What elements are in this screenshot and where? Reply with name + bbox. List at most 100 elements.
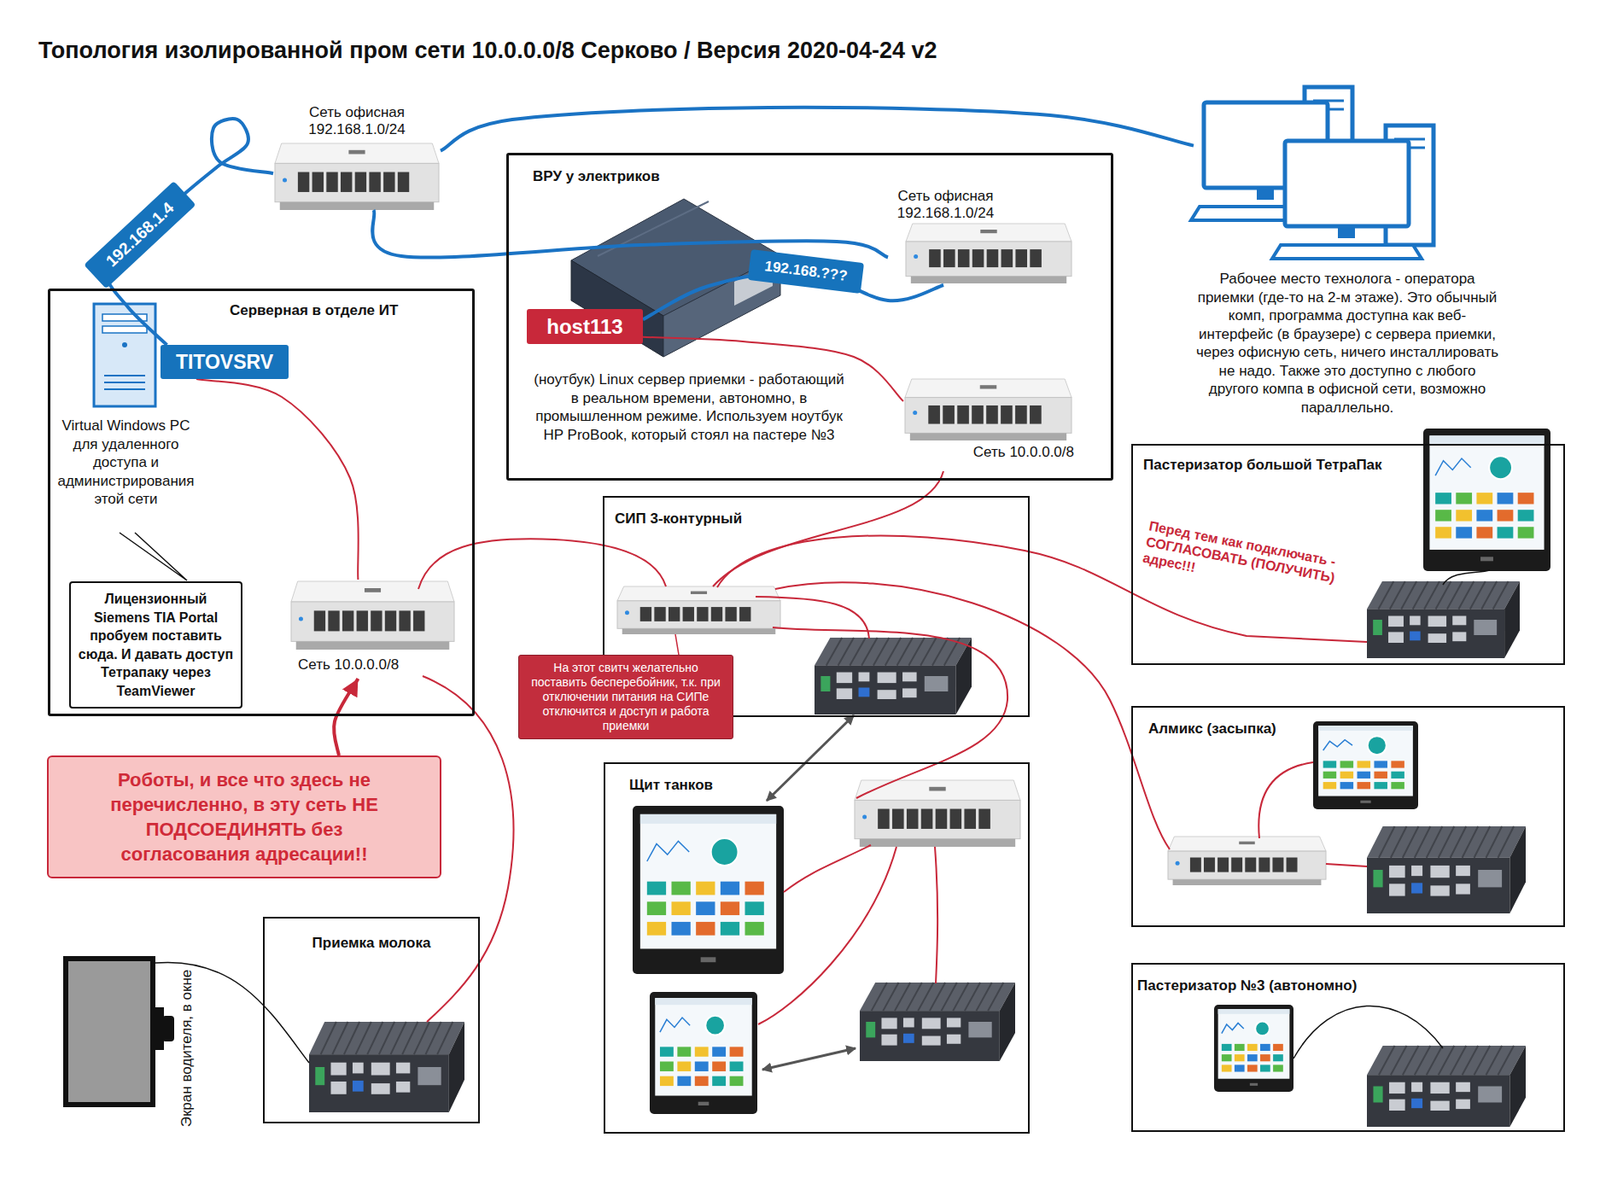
pc-port <box>1389 1099 1406 1111</box>
screen-tile <box>1518 492 1535 504</box>
switch-port <box>312 172 324 193</box>
node-text: СИП 3-контурный <box>614 509 1028 528</box>
pc-port <box>902 672 917 683</box>
pc-port <box>352 1062 364 1075</box>
switch-port <box>385 610 397 631</box>
screen-tile <box>1234 1054 1245 1062</box>
screen-graph <box>1221 1022 1244 1034</box>
screen-tile <box>1357 771 1371 779</box>
switch-top <box>905 379 1072 398</box>
server-tower-icon <box>93 303 156 407</box>
note-label: (ноутбук) Linux сервер приемки - работаю… <box>531 370 847 444</box>
switch-port <box>297 172 310 193</box>
screen-tile <box>1340 760 1354 768</box>
switch-port <box>943 249 956 268</box>
pc-port <box>903 1017 915 1028</box>
monitor-bezel <box>632 805 784 975</box>
pc-top <box>1366 581 1520 609</box>
screen-gauge <box>711 838 739 866</box>
switch-port <box>1190 858 1202 873</box>
note-label: Экран водителя, в окне <box>178 969 196 1128</box>
pc-port <box>924 676 949 692</box>
warning-callout: На этот свитч желательно поставить беспе… <box>518 654 734 740</box>
switch-port <box>724 607 736 622</box>
switch-port <box>1000 405 1013 425</box>
screen-tile <box>1340 771 1354 779</box>
note-box: Лицензионный Siemens TIA Portal пробуем … <box>69 581 243 709</box>
screen-tile <box>1435 526 1452 538</box>
wire <box>1325 864 1367 867</box>
switch-base <box>622 628 777 635</box>
pc-port <box>330 1081 346 1095</box>
pc-port <box>1409 616 1421 626</box>
switch-node: Сеть офисная 192.168.1.0/24 <box>887 186 1074 286</box>
screen-tile <box>720 922 740 936</box>
screen-tile <box>1390 771 1404 779</box>
pc-port <box>1389 1082 1406 1094</box>
switch-port <box>711 607 723 622</box>
switch-port <box>739 607 751 622</box>
pc-port <box>946 1017 961 1028</box>
wire <box>1258 762 1314 839</box>
embedded-pc-icon <box>309 1021 465 1113</box>
screen-tile <box>671 922 690 936</box>
switch-front <box>274 163 439 202</box>
pc-port <box>1372 870 1383 888</box>
screen-tile <box>1390 760 1404 768</box>
pc-port <box>922 1017 941 1029</box>
pc-port <box>922 1036 941 1046</box>
screen-tile <box>677 1062 691 1072</box>
node-text: Роботы, и все что здесь не перечисленно,… <box>82 767 406 867</box>
pc-port <box>968 1021 992 1038</box>
switch-port <box>668 607 680 622</box>
switch-icon <box>617 586 781 635</box>
pc-port <box>1430 885 1449 896</box>
node-text: Рабочее место технолога - оператора прие… <box>1195 269 1500 417</box>
pc-top <box>814 637 972 666</box>
pc-port <box>1411 865 1423 876</box>
screen-tile <box>659 1046 674 1057</box>
node-text: На этот свитч желательно поставить беспе… <box>525 660 726 734</box>
switch-port <box>963 809 976 830</box>
switch-top <box>854 780 1021 800</box>
monitor-stand <box>1337 226 1355 239</box>
node-text: Алмикс (засыпка) <box>1148 719 1564 738</box>
device-icons <box>65 87 1551 1128</box>
screen-tile <box>647 881 666 896</box>
switch-base <box>859 839 1016 847</box>
screen-tile <box>729 1076 744 1087</box>
pc-front <box>814 665 957 715</box>
wire <box>772 627 1008 799</box>
switch-port <box>906 809 919 830</box>
pc-port <box>1477 1086 1502 1104</box>
monitor-logo <box>700 957 717 963</box>
screen-tile <box>1497 509 1514 521</box>
switch-base <box>1173 879 1322 886</box>
pc-port <box>1411 882 1423 894</box>
switch-port <box>921 809 934 830</box>
switch-top <box>617 586 781 602</box>
pc-front <box>859 1010 1000 1062</box>
screen-tile <box>1476 509 1493 521</box>
pc-port <box>315 1067 325 1086</box>
edge-label: 192.168.1.4 <box>83 181 197 289</box>
switch-top <box>1167 836 1326 852</box>
switch-port <box>340 172 352 193</box>
switch-port <box>1272 858 1284 873</box>
pc-top <box>859 982 1016 1011</box>
screen-tile <box>1357 760 1371 768</box>
switch-led <box>282 177 287 182</box>
screen-tile <box>1234 1064 1245 1072</box>
switch-port <box>683 607 695 622</box>
pc-rib <box>987 982 1004 1011</box>
pc-port <box>836 672 853 684</box>
monitor-bezel <box>1214 1004 1294 1092</box>
pc-port <box>1455 865 1471 876</box>
screen-tile <box>1272 1064 1284 1072</box>
screen-tile <box>745 901 765 916</box>
wire <box>758 846 897 1025</box>
screen-gauge <box>1255 1021 1270 1037</box>
switch-node: Сеть 10.0.0.0/8 <box>289 579 457 679</box>
switch-port <box>383 172 395 193</box>
switch-port <box>986 249 999 268</box>
